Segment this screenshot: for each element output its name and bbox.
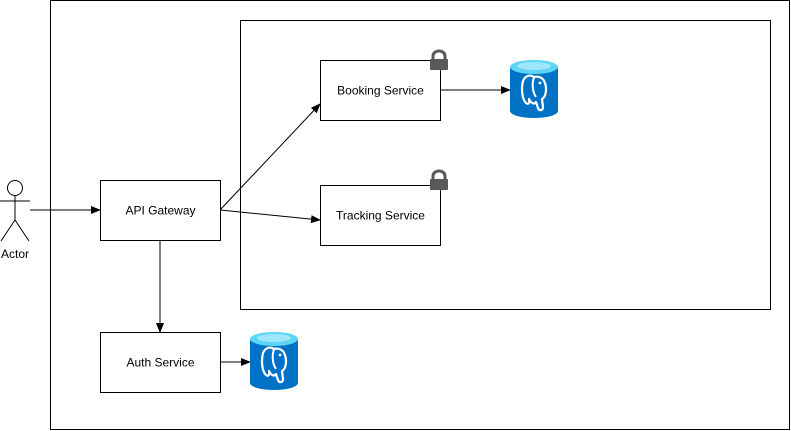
api-gateway-label: API Gateway <box>125 204 195 218</box>
tracking-service-node[interactable]: Tracking Service <box>320 185 441 246</box>
postgresql-database-icon[interactable] <box>248 330 300 392</box>
postgresql-database-icon[interactable] <box>508 58 560 120</box>
actor[interactable]: Actor <box>0 180 30 262</box>
booking-service-node[interactable]: Booking Service <box>320 60 441 121</box>
actor-label: Actor <box>1 247 29 261</box>
booking-service-label: Booking Service <box>337 84 424 98</box>
auth-service-node[interactable]: Auth Service <box>100 332 221 393</box>
edge-api-gateway-to-tracking-service <box>219 209 321 224</box>
auth-service-label: Auth Service <box>126 356 194 370</box>
edges <box>30 86 511 366</box>
actor-icon <box>0 180 30 242</box>
edge-api-gateway-to-booking-service <box>219 103 321 211</box>
tracking-service-label: Tracking Service <box>336 209 425 223</box>
api-gateway-node[interactable]: API Gateway <box>100 180 221 241</box>
